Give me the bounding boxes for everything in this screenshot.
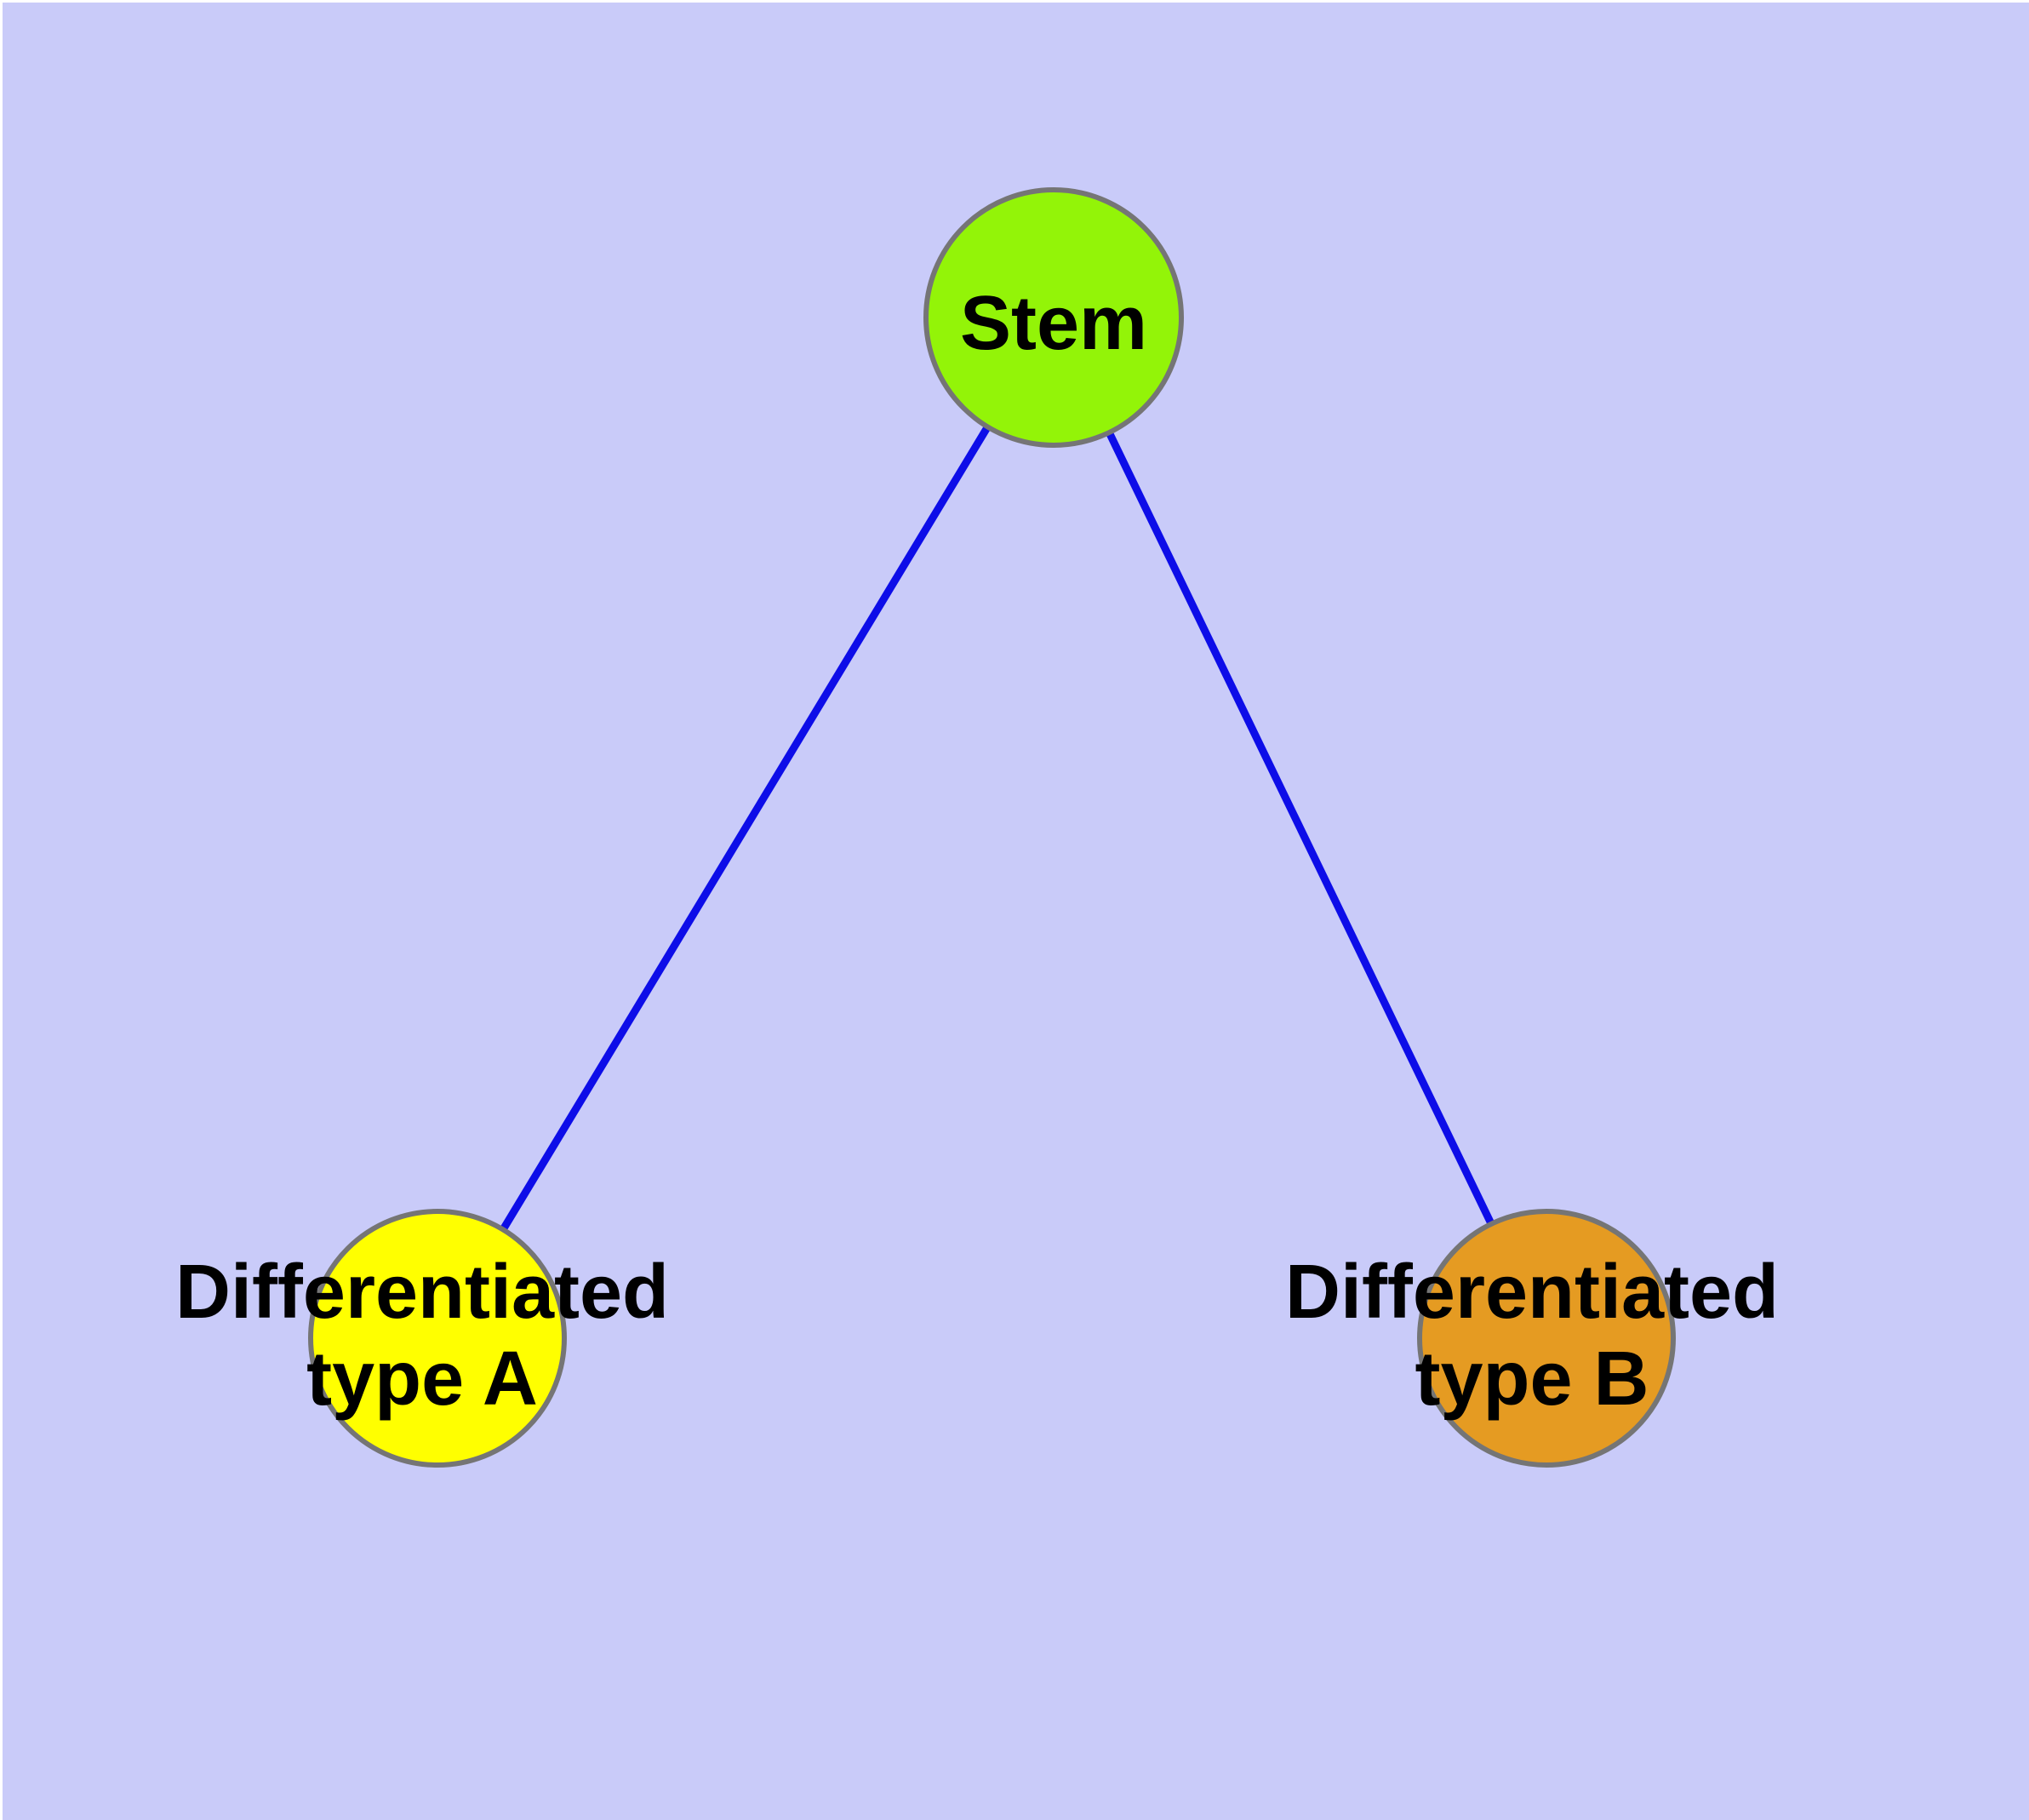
node-stem-circle — [923, 187, 1184, 448]
node-type-b-label-line2: type B — [1415, 1336, 1649, 1422]
node-type-a-circle — [308, 1209, 567, 1468]
node-stem-label: Stem — [960, 281, 1147, 366]
edge-stem-to-type-a — [434, 315, 1057, 1341]
node-type-b-circle — [1417, 1209, 1676, 1468]
edge-stem-to-type-b — [1049, 316, 1551, 1340]
node-type-b-label-line1: Differentiated — [1285, 1250, 1779, 1335]
node-type-a-label-line2: type A — [306, 1336, 538, 1422]
node-type-a-label-line1: Differentiated — [175, 1250, 669, 1335]
